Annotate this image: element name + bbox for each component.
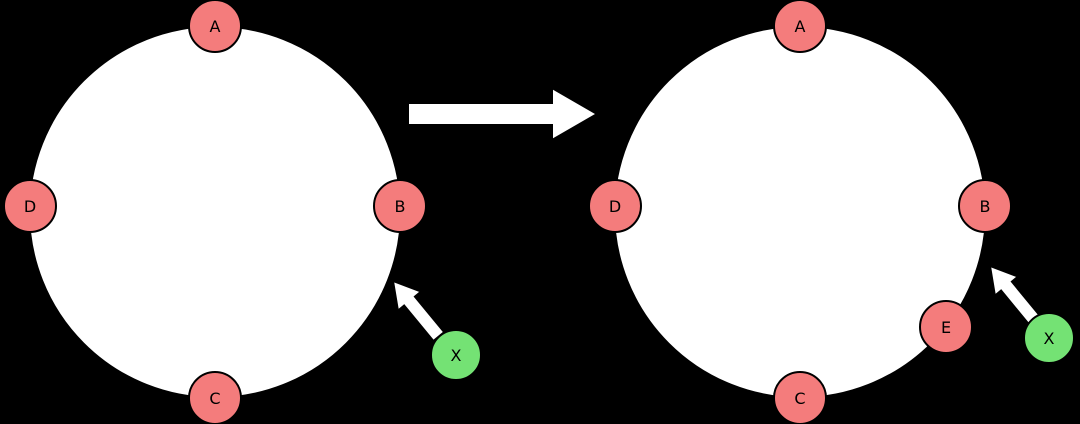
- node-label: A: [210, 17, 221, 36]
- node-circle: [588, 179, 642, 233]
- node-label: X: [451, 346, 462, 365]
- node-x-before: X: [430, 329, 482, 381]
- node-b-before: B: [373, 179, 427, 233]
- node-circle: [1023, 312, 1075, 364]
- ring-before: A B C D X: [3, 0, 482, 424]
- node-c-after: C: [773, 371, 827, 424]
- node-circle: [188, 0, 242, 53]
- node-c-before: C: [188, 371, 242, 424]
- node-circle: [430, 329, 482, 381]
- ring-after: A B C D E: [588, 0, 1075, 424]
- node-x-after: X: [1023, 312, 1075, 364]
- node-circle: [188, 371, 242, 424]
- node-label: B: [395, 197, 406, 216]
- ring-circle-before: [28, 25, 402, 399]
- node-a-before: A: [188, 0, 242, 53]
- node-label: C: [794, 389, 805, 408]
- node-circle: [919, 300, 973, 354]
- node-circle: [958, 179, 1012, 233]
- arrow-shape: [407, 86, 599, 142]
- transition-arrow: [407, 86, 599, 142]
- node-circle: [773, 371, 827, 424]
- node-a-after: A: [773, 0, 827, 53]
- node-label: D: [24, 197, 36, 216]
- node-label: D: [609, 197, 621, 216]
- node-label: X: [1044, 329, 1055, 348]
- node-circle: [373, 179, 427, 233]
- node-label: E: [941, 318, 951, 337]
- node-circle: [773, 0, 827, 53]
- node-label: C: [209, 389, 220, 408]
- node-b-after: B: [958, 179, 1012, 233]
- node-label: B: [980, 197, 991, 216]
- node-label: A: [795, 17, 806, 36]
- node-circle: [3, 179, 57, 233]
- node-d-after: D: [588, 179, 642, 233]
- node-e-after: E: [919, 300, 973, 354]
- node-d-before: D: [3, 179, 57, 233]
